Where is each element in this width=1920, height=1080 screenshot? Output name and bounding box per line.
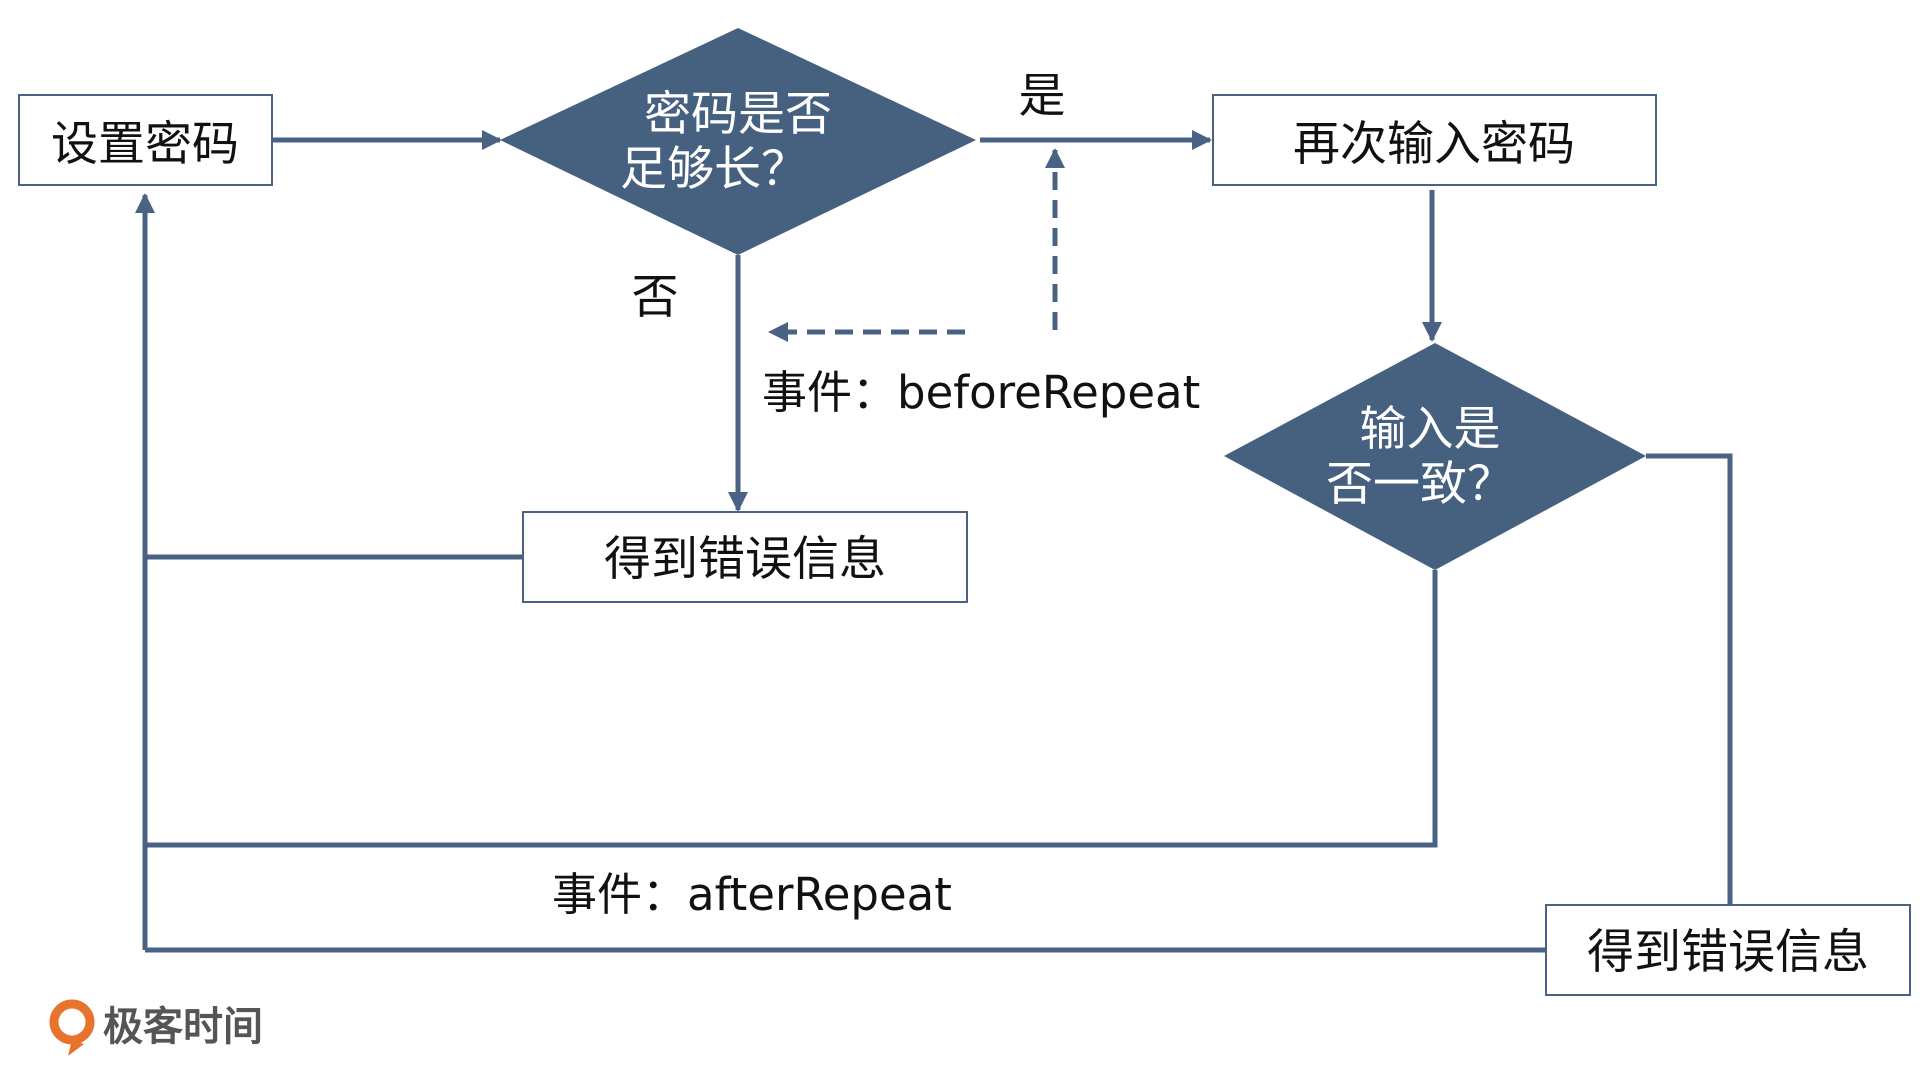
check-match-line-2: 否一致？	[1326, 457, 1514, 512]
check-length-diamond: 密码是否 足够长？	[500, 28, 976, 255]
logo-icon-tail	[68, 1040, 84, 1056]
check-match-line-1: 输入是	[1360, 402, 1501, 457]
no-label: 否	[632, 270, 679, 325]
set-password-box: 设置密码	[18, 94, 273, 186]
event-before-repeat-label: 事件：beforeRepeat	[762, 366, 1200, 419]
line-match-no-to-error-two	[1646, 453, 1733, 905]
event-after-repeat-label: 事件：afterRepeat	[552, 868, 952, 921]
check-length-line-2: 足够长？	[620, 142, 808, 197]
error-message-label-1: 得到错误信息	[604, 532, 886, 587]
logo: 极客时间	[49, 999, 263, 1056]
error-message-label-2: 得到错误信息	[1587, 925, 1869, 980]
logo-text: 极客时间	[103, 1004, 263, 1050]
check-match-diamond: 输入是 否一致？	[1224, 343, 1646, 570]
logo-icon	[49, 999, 95, 1045]
line-match-yes-to-afterrepeat	[145, 570, 1438, 848]
check-length-line-1: 密码是否	[644, 87, 832, 142]
set-password-label: 设置密码	[51, 117, 239, 172]
repeat-password-box: 再次输入密码	[1212, 94, 1657, 186]
error-message-box-1: 得到错误信息	[522, 511, 968, 603]
yes-label: 是	[1019, 69, 1066, 124]
error-message-box-2: 得到错误信息	[1545, 904, 1911, 996]
repeat-password-label: 再次输入密码	[1293, 117, 1575, 172]
